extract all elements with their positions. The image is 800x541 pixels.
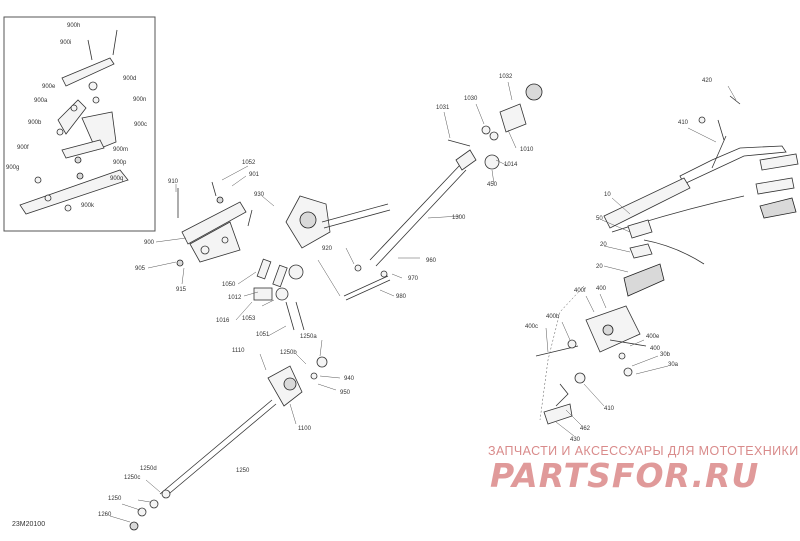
watermark-tagline: ЗАПЧАСТИ И АКСЕССУАРЫ ДЛЯ МОТОТЕХНИКИ	[488, 444, 799, 458]
callout-940: 940	[344, 376, 355, 382]
bushing-set	[253, 258, 305, 331]
callout-420: 420	[702, 78, 713, 84]
callout-1010: 1010	[520, 147, 534, 153]
callout-950: 950	[340, 390, 351, 396]
callout-1250-b: 1250	[108, 496, 122, 502]
left-bracket-assembly	[176, 181, 253, 267]
callout-900q: 900q	[110, 176, 123, 182]
callout-30b: 30b	[660, 352, 671, 358]
watermark-logo: PARTSFOR.RU	[490, 456, 760, 495]
callout-1050: 1050	[222, 282, 236, 288]
callout-900g: 900g	[6, 165, 19, 171]
callout-900m: 900m	[113, 147, 128, 153]
callout-900p: 900p	[113, 160, 127, 166]
callout-410: 410	[678, 120, 689, 126]
callout-1016: 1016	[216, 318, 230, 324]
callout-910: 910	[168, 179, 179, 185]
callout-1032: 1032	[499, 74, 513, 80]
callout-1030: 1030	[464, 96, 478, 102]
callout-1051: 1051	[256, 332, 270, 338]
steering-column	[369, 83, 543, 267]
callout-1250b: 1250b	[280, 350, 297, 356]
callout-905: 905	[135, 266, 146, 272]
callout-400c: 400c	[525, 324, 538, 330]
callout-900n: 900n	[133, 97, 146, 103]
callout-1110: 1110	[232, 348, 245, 354]
callout-900h: 900h	[67, 23, 80, 29]
callout-900d: 900d	[123, 76, 136, 82]
callout-900b: 900b	[28, 120, 42, 126]
callout-400b: 400b	[546, 314, 560, 320]
callout-900e: 900e	[42, 84, 56, 90]
callout-1250c: 1250c	[124, 475, 140, 481]
callout-915: 915	[176, 287, 187, 293]
callout-20-b: 20	[596, 264, 603, 270]
callout-900: 900	[144, 240, 155, 246]
center-housing	[285, 195, 391, 249]
callout-430: 430	[570, 437, 581, 443]
main-callouts: 1052 901 910 930 900 905 915 1050 1012 1…	[98, 74, 713, 518]
throttle-housing	[535, 305, 647, 425]
callout-1052: 1052	[242, 160, 256, 166]
handlebar-assembly	[603, 95, 799, 297]
callout-900a: 900a	[34, 98, 48, 104]
callout-400-b: 400	[650, 346, 661, 352]
callout-930: 930	[254, 192, 265, 198]
callout-1031: 1031	[436, 105, 450, 111]
callout-901: 901	[249, 172, 260, 178]
callout-450: 450	[487, 182, 498, 188]
callout-20: 20	[600, 242, 607, 248]
callout-1100: 1100	[298, 426, 312, 432]
diagram-id: 23M20100	[12, 521, 46, 528]
callout-900k: 900k	[81, 203, 95, 209]
callout-960: 960	[426, 258, 437, 264]
callout-10: 10	[604, 192, 611, 198]
lower-shaft-assembly	[129, 339, 328, 531]
leader-lines	[109, 81, 737, 523]
callout-970: 970	[408, 276, 419, 282]
callout-900c: 900c	[134, 122, 147, 128]
callout-30a: 30a	[668, 362, 679, 368]
callout-400e: 400e	[646, 334, 660, 340]
callout-1012: 1012	[228, 295, 242, 301]
callout-1250a: 1250a	[300, 334, 317, 340]
callout-410-b: 410	[604, 406, 615, 412]
callout-1053: 1053	[242, 316, 256, 322]
linkage-rods	[317, 259, 391, 301]
callout-462: 462	[580, 426, 591, 432]
callout-400: 400	[596, 286, 607, 292]
inset-frame	[3, 16, 156, 232]
callout-1300: 1300	[452, 215, 466, 221]
callout-900i: 900i	[60, 40, 71, 46]
callout-1250d: 1250d	[140, 466, 157, 472]
callout-50: 50	[596, 216, 603, 222]
callout-1260: 1260	[98, 512, 112, 518]
inset-bracket-assembly	[19, 29, 129, 215]
callout-1250: 1250	[236, 468, 250, 474]
callout-980: 980	[396, 294, 407, 300]
callout-1014: 1014	[504, 162, 518, 168]
inset-callouts: 900h 900i 900d 900e 900a 900n 900c 900b …	[6, 23, 147, 209]
callout-400f: 400f	[574, 288, 586, 294]
callout-920: 920	[322, 246, 333, 252]
callout-900f: 900f	[17, 145, 29, 151]
